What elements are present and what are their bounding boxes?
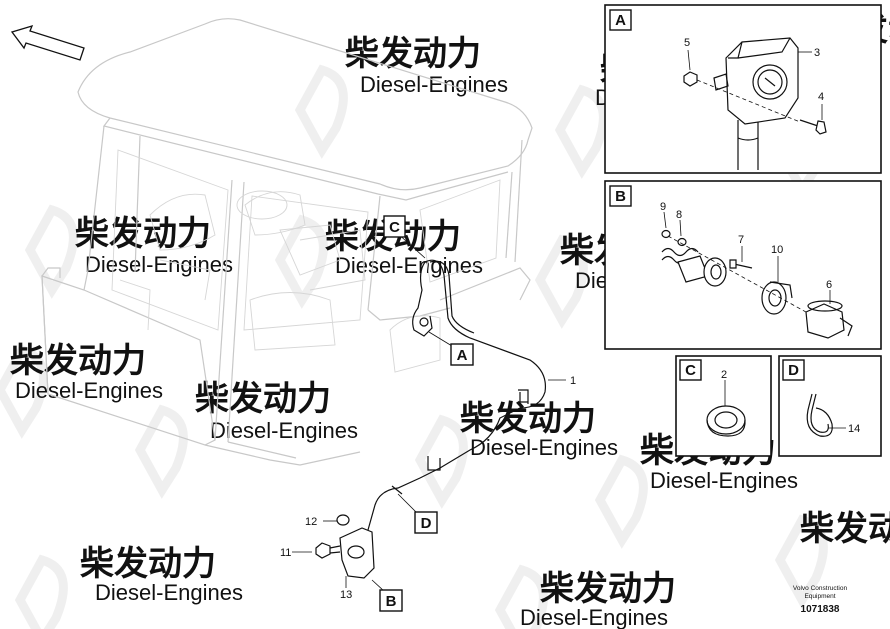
svg-text:Diesel-Engines: Diesel-Engines	[210, 418, 358, 443]
svg-text:3: 3	[814, 47, 820, 59]
svg-text:Diesel-Engines: Diesel-Engines	[85, 252, 233, 277]
svg-text:C: C	[685, 362, 696, 379]
watermark-6: 柴发动力 Diesel-Engines	[0, 342, 163, 439]
socket-bracket	[339, 527, 375, 579]
detail-panel-D: D 14	[778, 355, 882, 457]
callout-1: 1	[570, 375, 576, 387]
svg-text:Diesel-Engines: Diesel-Engines	[650, 468, 798, 493]
svg-text:柴发动力: 柴发动力	[800, 510, 890, 548]
svg-text:Diesel-Engines: Diesel-Engines	[360, 72, 508, 97]
svg-text:8: 8	[676, 209, 682, 221]
svg-text:柴发动力: 柴发动力	[345, 35, 481, 73]
wire-harness	[367, 259, 547, 531]
screw-11	[315, 542, 331, 559]
svg-text:14: 14	[848, 423, 860, 435]
washer-12	[336, 514, 350, 526]
watermark-7: 柴发动力 Diesel-Engines	[134, 380, 358, 499]
main-label-B: B	[379, 589, 403, 612]
watermark-12: 柴发动力	[774, 510, 890, 609]
svg-text:Diesel-Engines: Diesel-Engines	[95, 580, 243, 605]
callout-12: 12	[305, 516, 317, 528]
svg-text:柴发动力: 柴发动力	[75, 215, 211, 253]
watermark-4: 柴发动力 Diesel-Engines	[274, 214, 483, 309]
svg-text:2: 2	[721, 369, 727, 381]
main-label-C: C	[383, 215, 406, 238]
svg-text:1071838: 1071838	[801, 604, 840, 615]
detail-panel-B: B 9 8 7 10 6	[604, 180, 882, 350]
watermark-2: 柴发动力 Diesel-Engines	[294, 35, 508, 159]
detail-panel-C: C 2	[675, 355, 772, 457]
watermark-8: 柴发动力 Diesel-Engines	[414, 400, 618, 509]
watermark-10: 柴发动力 Diesel-Engines	[14, 545, 243, 629]
svg-text:柴发动力: 柴发动力	[460, 400, 596, 438]
svg-text:6: 6	[826, 279, 832, 291]
main-label-A: A	[450, 343, 474, 366]
main-label-D: D	[414, 511, 438, 534]
svg-text:B: B	[386, 593, 397, 610]
svg-text:Diesel-Engines: Diesel-Engines	[15, 378, 163, 403]
svg-text:柴发动力: 柴发动力	[10, 342, 146, 380]
sensor-bracket	[412, 261, 433, 337]
harness-assembly	[315, 259, 547, 579]
svg-text:A: A	[615, 12, 626, 29]
svg-text:10: 10	[771, 244, 783, 256]
svg-text:9: 9	[660, 201, 666, 213]
svg-text:C: C	[389, 219, 400, 236]
svg-text:Diesel-Engines: Diesel-Engines	[520, 605, 668, 629]
cab-outline	[41, 18, 533, 466]
svg-text:D: D	[788, 362, 799, 379]
svg-text:柴发动力: 柴发动力	[80, 545, 216, 583]
svg-text:Diesel-Engines: Diesel-Engines	[470, 435, 618, 460]
callout-11: 11	[280, 547, 291, 559]
callout-13: 13	[340, 589, 352, 601]
svg-text:B: B	[615, 188, 626, 205]
svg-text:7: 7	[738, 234, 744, 246]
svg-text:Equipment: Equipment	[804, 593, 835, 600]
direction-arrow-icon	[10, 24, 85, 61]
detail-panel-A: A 5 3 4	[604, 4, 882, 174]
svg-text:Diesel-Engines: Diesel-Engines	[335, 253, 483, 278]
svg-text:5: 5	[684, 37, 690, 49]
watermark-1: 柴发动力 Diesel-Engines	[24, 204, 233, 299]
watermark-11: 柴发动力 Diesel-Engines	[494, 564, 676, 629]
svg-text:柴发动力: 柴发动力	[195, 380, 331, 418]
svg-text:柴发动力: 柴发动力	[540, 570, 676, 608]
svg-text:Volvo Construction: Volvo Construction	[793, 585, 848, 592]
svg-text:A: A	[457, 347, 468, 364]
svg-text:4: 4	[818, 91, 824, 103]
svg-text:D: D	[421, 515, 432, 532]
credit-block: Volvo Construction Equipment 1071838	[793, 585, 848, 615]
